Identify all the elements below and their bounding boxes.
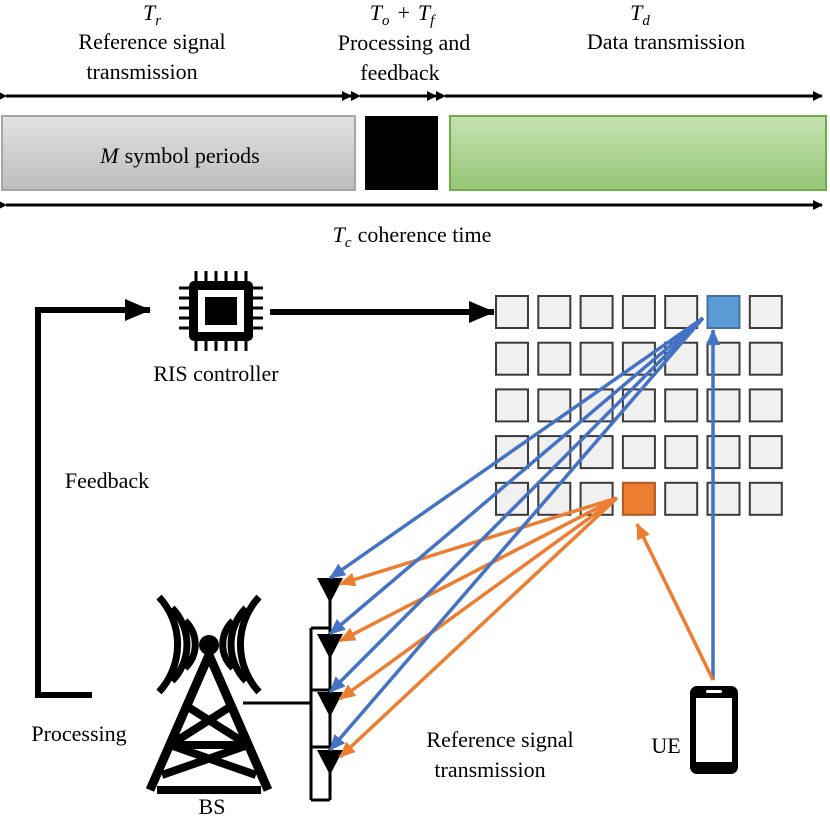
data-block	[449, 115, 827, 191]
ris-element	[537, 388, 572, 423]
blue-path-3	[328, 316, 705, 694]
ref-signal-label-line1: Reference signal	[426, 727, 573, 752]
ris-element	[748, 435, 783, 470]
ris-element	[495, 388, 529, 423]
orange-path-4	[338, 496, 619, 759]
ris-element	[621, 435, 656, 470]
ue-to-ris-orange-arrow	[635, 523, 715, 681]
to-tf-symbol: To+Tf	[370, 0, 436, 29]
reference-label-line2: transmission	[86, 59, 197, 84]
ris-element	[621, 295, 656, 329]
antenna-icon	[317, 578, 343, 775]
td-symbol: Td	[630, 0, 650, 29]
data-label: Data transmission	[587, 29, 745, 54]
bs-label: BS	[199, 794, 226, 818]
ris-element	[748, 481, 783, 516]
ris-element	[537, 341, 572, 376]
ris-element	[664, 388, 699, 423]
ris-element	[495, 341, 529, 376]
blue-path-4	[328, 316, 705, 752]
ris-element	[664, 295, 699, 329]
processing-block	[365, 116, 438, 190]
ris-element	[495, 295, 529, 329]
reference-label-line1: Reference signal	[78, 29, 225, 54]
ris-controller-label: RIS controller	[153, 361, 279, 386]
ris-element	[579, 341, 614, 376]
reference-block	[1, 115, 356, 191]
ris-element-active-blue	[706, 295, 741, 329]
ris-element	[537, 295, 572, 329]
orange-path-2	[339, 496, 618, 643]
feedback-path	[35, 299, 151, 698]
feedback-label: Feedback	[65, 468, 149, 493]
tr-symbol: Tr	[143, 0, 161, 29]
ris-element	[748, 341, 783, 376]
ris-element	[664, 435, 699, 470]
ue-label: UE	[651, 733, 680, 758]
ref-signal-label-line2: transmission	[434, 757, 545, 782]
processing-label-line1: Processing and	[338, 30, 471, 55]
processing-label-line2: feedback	[360, 60, 439, 85]
cell-tower-icon	[145, 594, 273, 794]
orange-path-3	[338, 496, 619, 701]
processing-label: Processing	[31, 721, 126, 746]
ris-element	[748, 388, 783, 423]
ris-element	[748, 295, 783, 329]
chip-icon	[179, 271, 263, 351]
ris-element	[579, 295, 614, 329]
blue-path-1	[328, 316, 705, 580]
ris-element	[664, 481, 699, 516]
smartphone-icon	[690, 686, 738, 774]
propagation-paths	[328, 316, 720, 759]
blue-path-2	[328, 316, 705, 636]
ris-element-active-orange	[621, 481, 656, 516]
